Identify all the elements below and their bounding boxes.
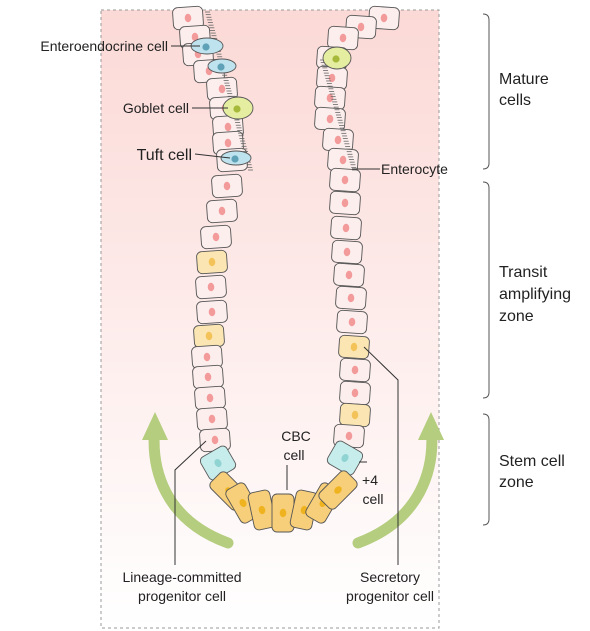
left-epithelial-cell bbox=[193, 324, 224, 348]
left-epithelial-cell bbox=[196, 300, 227, 324]
right-epithelial-cell bbox=[335, 286, 366, 310]
enteroendocrine-cell-2 bbox=[208, 59, 236, 73]
cell-nucleus bbox=[217, 63, 224, 70]
label-lineage-line1: Lineage-committed bbox=[122, 569, 241, 585]
left-epithelial-cell bbox=[194, 386, 225, 410]
cell-nucleus bbox=[332, 55, 339, 62]
left-epithelial-cell bbox=[196, 250, 227, 274]
right-epithelial-cell bbox=[339, 403, 370, 427]
brace-stem bbox=[483, 414, 489, 525]
cell-nucleus bbox=[202, 43, 209, 50]
right-epithelial-cell bbox=[330, 216, 361, 240]
right-epithelial-cell bbox=[333, 263, 364, 287]
label-goblet-cell: Goblet cell bbox=[123, 100, 189, 116]
label-plus4-line1: +4 bbox=[362, 472, 378, 488]
goblet-cell-right bbox=[323, 47, 351, 69]
cell-nucleus bbox=[233, 105, 240, 112]
label-enteroendocrine-cell: Enteroendocrine cell bbox=[40, 38, 168, 54]
right-epithelial-cell bbox=[314, 107, 345, 131]
label-plus4-line2: cell bbox=[362, 491, 383, 507]
cell-nucleus bbox=[231, 155, 238, 162]
right-epithelial-cell bbox=[336, 310, 367, 334]
left-epithelial-cell bbox=[211, 174, 242, 198]
zone-transit-line3: zone bbox=[499, 308, 534, 325]
left-epithelial-cell bbox=[206, 199, 237, 223]
cell-nucleus bbox=[280, 509, 287, 517]
zone-transit-line1: Transit bbox=[499, 264, 548, 281]
right-epithelial-cell bbox=[314, 86, 345, 110]
zone-mature-line2: cells bbox=[499, 92, 531, 109]
tuft-cell bbox=[221, 151, 251, 165]
label-lineage-line2: progenitor cell bbox=[138, 588, 226, 604]
zone-stem-line1: Stem cell bbox=[499, 453, 565, 470]
brace-mature bbox=[483, 14, 489, 169]
label-cbc-line2: cell bbox=[283, 447, 304, 463]
left-epithelial-cell bbox=[200, 225, 231, 249]
zone-stem-line2: zone bbox=[499, 474, 534, 491]
label-cbc-line1: CBC bbox=[281, 428, 311, 444]
left-epithelial-cell bbox=[195, 275, 226, 299]
brace-transit bbox=[483, 182, 489, 398]
right-epithelial-cell bbox=[329, 168, 360, 192]
left-epithelial-cell bbox=[192, 365, 223, 389]
right-epithelial-cell bbox=[338, 335, 369, 359]
label-enterocyte: Enterocyte bbox=[381, 161, 448, 177]
cbc-stem-cell bbox=[272, 494, 294, 532]
left-epithelial-cell bbox=[196, 407, 227, 431]
zone-transit-line2: amplifying bbox=[499, 286, 571, 303]
label-tuft-cell: Tuft cell bbox=[137, 147, 192, 164]
label-secretory-line1: Secretory bbox=[360, 569, 420, 585]
right-epithelial-cell bbox=[329, 191, 360, 215]
right-epithelial-cell bbox=[339, 381, 370, 405]
right-epithelial-cell bbox=[339, 358, 370, 382]
label-secretory-line2: progenitor cell bbox=[346, 588, 434, 604]
right-epithelial-cell bbox=[327, 26, 358, 50]
zone-braces bbox=[483, 14, 489, 525]
right-epithelial-cell bbox=[331, 240, 362, 264]
zone-mature-line1: Mature bbox=[499, 71, 549, 88]
